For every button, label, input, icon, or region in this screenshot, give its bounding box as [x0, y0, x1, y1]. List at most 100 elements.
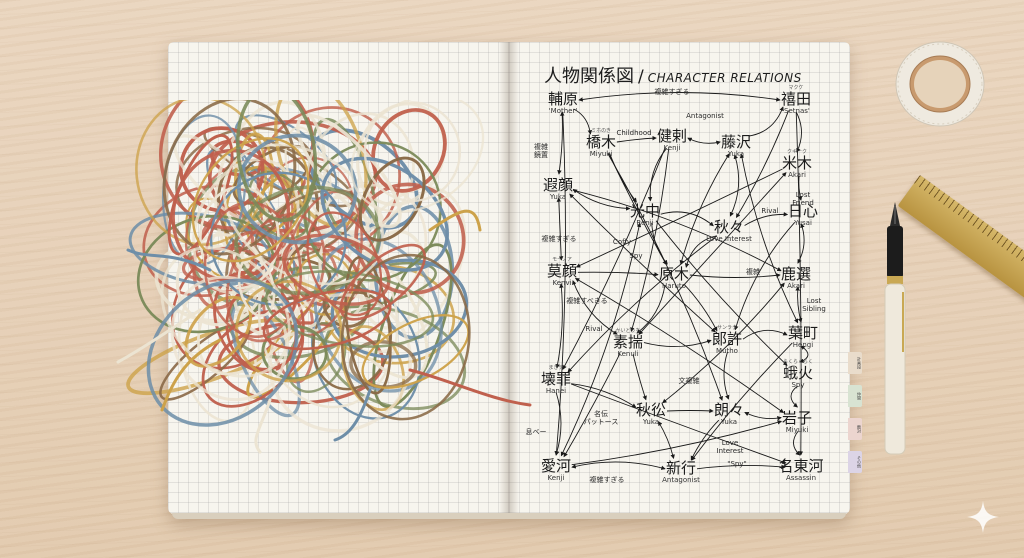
character-node-setnas: マクケ禧田'Setnas': [781, 85, 811, 116]
relationship-label: 複雑すぎる: [541, 235, 577, 243]
relationship-arrow: [696, 464, 786, 470]
relationship-arrow: [571, 461, 666, 470]
node-kanji: 朗々: [713, 401, 745, 419]
node-romaji: Kenuli: [617, 350, 639, 358]
character-node-mother: 輔原'Mother': [548, 91, 578, 116]
index-tab-4[interactable]: その他: [848, 451, 862, 473]
relationship-arrow: [636, 284, 666, 334]
node-romaji: Kenvi: [552, 279, 572, 287]
relationship-label: 名伝パットース: [583, 410, 619, 426]
yarn-loop: [136, 214, 277, 334]
yarn-loop: [135, 100, 268, 246]
relationship-arrow: [616, 135, 657, 143]
node-romaji: Miyuki: [589, 150, 613, 158]
index-tab-2[interactable]: 仲間: [848, 385, 862, 407]
relationship-arrow: [683, 283, 718, 332]
node-kanji: 遐顔: [542, 176, 574, 194]
index-tab-3[interactable]: 敵対: [848, 418, 862, 440]
node-kanji: 郞許: [711, 330, 743, 348]
yarn-loop: [306, 211, 383, 317]
node-romaji: Kenji: [663, 144, 681, 152]
relationship-arrow: [571, 420, 783, 466]
relationship-label: Coffy: [612, 238, 632, 246]
yarn-loop: [160, 246, 291, 378]
node-romaji: Yuka: [727, 150, 745, 158]
relationship-arrow: [795, 111, 804, 456]
node-kanji: 原木: [658, 265, 690, 283]
yarn-loop: [235, 100, 318, 223]
node-ruby: マクケ: [788, 85, 804, 91]
fountain-pen[interactable]: [878, 200, 912, 465]
page-edges: [172, 513, 846, 519]
notebook-spine: [499, 42, 519, 514]
node-romaji: Kenji: [547, 474, 565, 482]
relationship-arrow: [799, 345, 809, 363]
relationship-label: Childhood: [616, 129, 652, 137]
node-kanji: 秋彸: [635, 401, 667, 419]
node-ruby: クキーク: [786, 149, 808, 155]
relationship-arrow: [729, 154, 740, 217]
node-kanji: 健剌: [656, 127, 688, 145]
node-kanji: 日心: [787, 202, 819, 220]
relationship-arrow: [793, 430, 801, 456]
node-romaji: 'Setnas': [782, 107, 810, 115]
relationship-arrow: [557, 111, 565, 175]
yarn-loop: [257, 230, 399, 409]
relationship-label: Rival: [585, 325, 603, 333]
relationship-arrow: [723, 351, 730, 400]
yarn-loop: [222, 143, 385, 286]
relationship-label: Rival: [761, 207, 779, 215]
index-tab-3-label: 敵対: [857, 425, 862, 433]
relationship-arrow: [687, 137, 721, 145]
node-kanji: 莫顔: [546, 262, 578, 280]
yarn-loop: [262, 288, 392, 351]
title-english: CHARACTER RELATIONS: [647, 71, 802, 85]
index-tab-2-label: 仲間: [857, 392, 862, 400]
node-romaji: Spy: [791, 381, 805, 389]
relationship-label: 複雑鏡置: [534, 143, 548, 159]
relationship-arrow: [689, 273, 781, 278]
relationship-label: Antagonist: [686, 112, 724, 120]
diagram-title: 人物関係図/CHARACTER RELATIONS: [544, 62, 802, 88]
relationship-arrow: [630, 148, 670, 333]
node-romaji: Yuka: [720, 418, 738, 426]
relationship-arrow: [609, 152, 637, 203]
relationship-arrow: [573, 108, 593, 135]
node-kanji: 蛾火: [782, 364, 814, 382]
node-kanji: 光中: [629, 202, 661, 220]
node-kanji: 名東河: [778, 457, 824, 475]
yarn-loop: [171, 148, 291, 282]
relationship-label: 複雑: [746, 268, 760, 276]
index-tab-1[interactable]: 計画段: [848, 352, 862, 374]
yarn-loop: [320, 156, 449, 272]
yarn-loop: [355, 102, 447, 207]
relationship-arrow: [790, 385, 798, 408]
node-romaji: Antagonist: [662, 476, 700, 484]
yarn-loop: [203, 201, 303, 339]
title-separator: /: [638, 67, 644, 87]
yarn-loop: [235, 280, 343, 383]
relationship-label: 複雑すべきる: [566, 297, 608, 305]
node-romaji: Renji: [636, 219, 654, 227]
title-japanese: 人物関係図: [544, 66, 634, 87]
node-romaji: Akari: [788, 171, 806, 179]
yarn-loop: [358, 156, 426, 242]
relationship-arrow: [632, 354, 647, 401]
node-ruby: まきデ: [548, 365, 564, 371]
relationship-arrow: [647, 148, 667, 202]
node-romaji: Yusai: [794, 219, 812, 227]
node-kanji: 岩子: [781, 409, 813, 427]
relationship-label: 複雑すぎる: [654, 88, 690, 96]
relationship-arrow: [577, 271, 659, 277]
relationship-arrow: [739, 153, 799, 324]
relationship-arrow: [560, 222, 642, 457]
